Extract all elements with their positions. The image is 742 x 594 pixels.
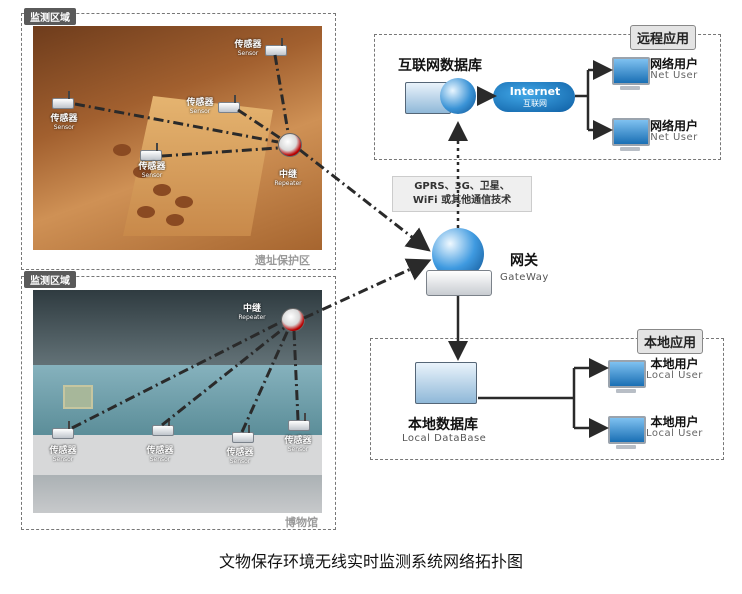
- comm-tech-label: GPRS、3G、卫星、WiFi 或其他通信技术: [392, 176, 532, 212]
- local-app-region: [370, 338, 724, 460]
- internet-cloud-icon: [493, 82, 575, 112]
- sensor-device: [288, 413, 310, 431]
- sensor-device: [52, 91, 74, 109]
- repeater-device: [281, 308, 305, 332]
- link-sensor-repeater: [71, 320, 282, 430]
- net-user-monitor: [612, 57, 650, 90]
- link-sensor-repeater: [161, 146, 279, 158]
- gateway-device: [426, 270, 492, 296]
- local-user-monitor: [608, 360, 646, 393]
- link-sensor-repeater: [74, 102, 279, 144]
- pottery-jar: [175, 196, 193, 208]
- remote-app-region: [374, 34, 721, 160]
- pottery-jar: [113, 144, 131, 156]
- gateway-label-en: GateWay: [500, 272, 549, 283]
- monitor-region-site: [21, 13, 336, 270]
- local-db-label-cn: 本地数据库: [408, 417, 478, 433]
- link-sensor-repeater: [237, 108, 281, 140]
- site-scene-ruins: [33, 26, 322, 250]
- link-sensor-repeater: [240, 329, 290, 433]
- local-user-monitor: [608, 416, 646, 449]
- local-db-label-en: Local DataBase: [402, 433, 487, 444]
- site-name-museum: 博物馆: [285, 516, 318, 529]
- pottery-jar: [137, 206, 155, 218]
- link-sensor-repeater: [292, 330, 300, 421]
- pottery-jar: [166, 214, 184, 226]
- site-name-ruins: 遗址保护区: [255, 254, 310, 267]
- internet-db-label: 互联网数据库: [398, 58, 482, 74]
- pottery-jar: [133, 166, 151, 178]
- sensor-device: [218, 95, 240, 113]
- local-db-server: [415, 362, 477, 404]
- diagram-caption: 文物保存环境无线实时监测系统网络拓扑图: [218, 552, 523, 571]
- link-repeater-gateway: [303, 258, 432, 320]
- internet-cloud-label-en: Internet: [509, 85, 561, 98]
- link-sensor-repeater: [161, 326, 285, 427]
- monitor-region-tag: 监测区域: [24, 271, 76, 288]
- repeater-device: [278, 133, 302, 157]
- pottery-jar: [153, 184, 171, 196]
- display-counter: [33, 435, 322, 475]
- sensor-device: [140, 143, 162, 161]
- link-sensor-repeater: [273, 54, 290, 133]
- internet-cloud-label-cn: 互联网: [523, 99, 547, 108]
- exhibit-frame: [63, 385, 93, 409]
- monitor-region-museum: [21, 276, 336, 530]
- globe-icon: [440, 78, 476, 114]
- sensor-device: [52, 421, 74, 439]
- monitor-region-tag: 监测区域: [24, 8, 76, 25]
- sensor-device: [232, 425, 254, 443]
- gateway-label-cn: 网关: [510, 253, 538, 269]
- link-repeater-gateway: [299, 148, 431, 252]
- net-user-monitor: [612, 118, 650, 151]
- remote-app-tag: 远程应用: [630, 25, 697, 50]
- local-app-tag: 本地应用: [637, 329, 704, 354]
